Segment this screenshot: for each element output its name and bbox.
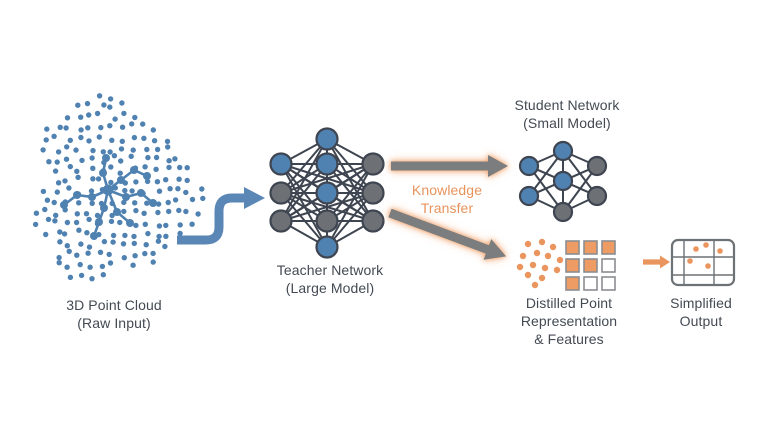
student-label-line1: Student Network (514, 97, 620, 113)
teacher-network-label: Teacher Network (Large Model) (277, 261, 384, 297)
point-cloud-skeleton (60, 154, 157, 240)
simplified-output-illustration (670, 238, 736, 287)
feature-grid-illustration (565, 240, 616, 291)
teacher-label-line1: Teacher Network (276, 262, 384, 278)
output-label-line2: Output (679, 313, 723, 329)
distilled-label: Distilled Point Representation & Feature… (521, 294, 617, 348)
teacher-network-illustration (269, 127, 385, 259)
student-network-illustration (518, 140, 608, 223)
teacher-label-line2: (Large Model) (285, 280, 375, 296)
output-arrow (643, 255, 670, 269)
student-network-label: Student Network (Small Model) (515, 96, 620, 132)
distilled-label-line1: Distilled Point (525, 295, 613, 311)
distilled-label-line3: & Features (534, 331, 604, 347)
point-cloud-label-line1: 3D Point Cloud (66, 297, 162, 313)
student-label-line2: (Small Model) (523, 115, 611, 131)
simplified-output-label: Simplified Output (670, 294, 732, 330)
knowledge-transfer-label: Knowledge Transfer (412, 181, 482, 217)
input-flow-arrow (177, 187, 265, 245)
point-cloud-illustration (32, 93, 206, 282)
distilled-label-line2: Representation (520, 313, 618, 329)
distilled-points-illustration (516, 238, 564, 289)
knowledge-transfer-line2: Transfer (420, 200, 474, 216)
knowledge-transfer-line1: Knowledge (411, 182, 483, 198)
point-cloud-label: 3D Point Cloud (Raw Input) (66, 296, 162, 332)
point-cloud-label-line2: (Raw Input) (77, 315, 151, 331)
output-label-line1: Simplified (670, 295, 732, 311)
